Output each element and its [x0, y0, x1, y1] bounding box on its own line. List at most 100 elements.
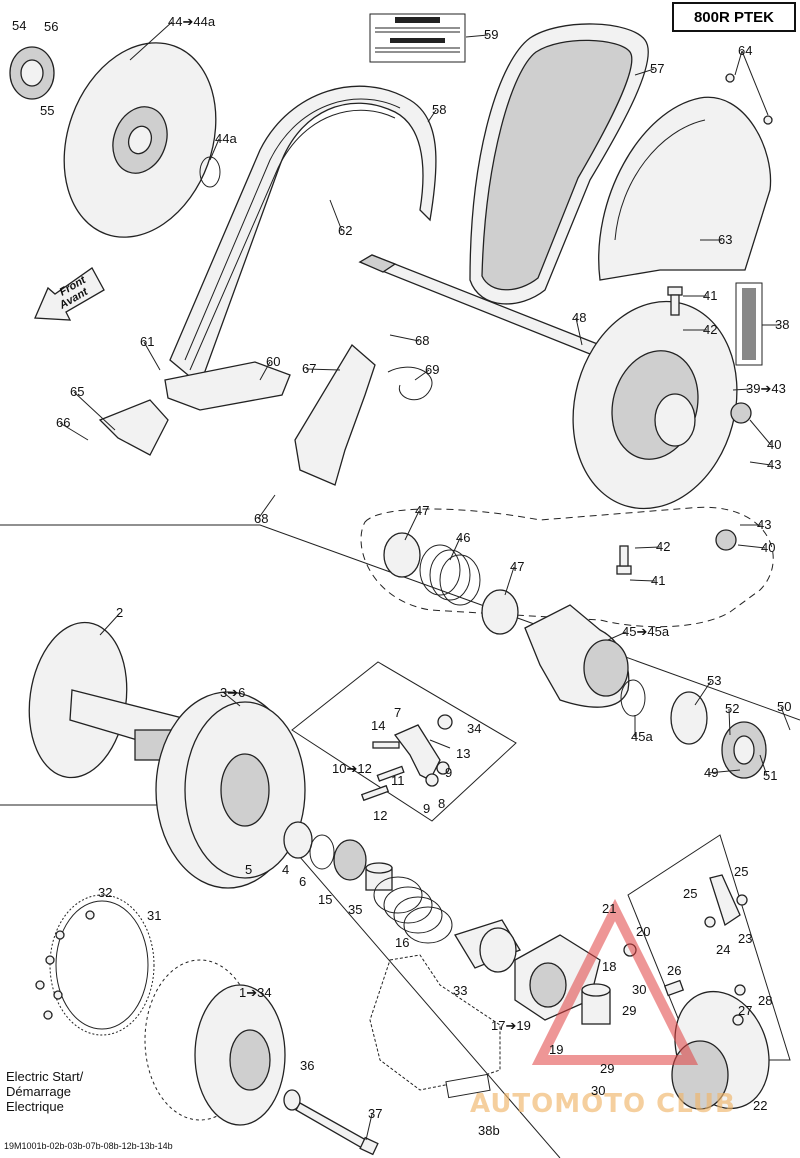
washer-9b[interactable] — [436, 761, 450, 775]
callout-1: 1➔34 — [239, 985, 272, 1000]
plate-65[interactable] — [98, 399, 169, 456]
callout-45: 45➔45a — [622, 624, 670, 639]
callout-29a: 29 — [622, 1003, 636, 1018]
lever-inset-frame — [627, 834, 791, 1061]
leader-line — [143, 341, 161, 371]
callout-43a: 43 — [767, 457, 781, 472]
callout-17: 17➔19 — [491, 1018, 531, 1033]
callout-38: 38 — [775, 317, 789, 332]
lever-23[interactable] — [709, 874, 741, 927]
leader-line — [449, 537, 461, 561]
cable-69[interactable] — [387, 366, 433, 401]
bushing-35[interactable] — [365, 862, 393, 891]
leader-line — [780, 706, 791, 731]
electric-start-label: Electric Start/ Démarrage Electrique — [6, 1069, 84, 1114]
callout-46: 46 — [456, 530, 470, 545]
callout-30b: 30 — [591, 1083, 605, 1098]
housing-58[interactable] — [169, 85, 437, 387]
callout-43b: 43 — [757, 517, 771, 532]
hub-17[interactable] — [514, 934, 601, 1021]
callout-11: 11 — [391, 773, 405, 788]
ring-gear-31[interactable] — [49, 894, 155, 1036]
screws-32[interactable] — [35, 910, 95, 1020]
bracket-60[interactable] — [164, 361, 291, 411]
callout-34: 34 — [467, 721, 481, 736]
callout-40b: 40 — [761, 540, 775, 555]
washer-9a[interactable] — [425, 773, 439, 787]
washer-36[interactable] — [283, 1089, 301, 1111]
cam-45[interactable] — [524, 604, 630, 708]
bolt-41-bottom[interactable] — [616, 545, 632, 575]
callout-8: 8 — [438, 796, 445, 811]
leader-lines — [59, 21, 791, 1141]
callout-58: 58 — [432, 102, 446, 117]
cover-33[interactable] — [454, 919, 521, 973]
washer-28[interactable] — [734, 984, 746, 996]
sheave-44[interactable] — [38, 21, 242, 258]
pin-14[interactable] — [372, 741, 400, 749]
spring-16[interactable] — [373, 876, 453, 944]
bolt-41-top[interactable] — [667, 286, 683, 316]
leader-line — [694, 680, 712, 706]
callout-22: 22 — [753, 1098, 767, 1113]
leader-line — [759, 754, 768, 777]
callout-53: 53 — [707, 673, 721, 688]
callout-18: 18 — [602, 959, 616, 974]
callout-33: 33 — [453, 983, 467, 998]
callout-40a: 40 — [767, 437, 781, 452]
callout-41a: 41 — [703, 288, 717, 303]
pin-11[interactable] — [376, 765, 405, 782]
bearing-54[interactable] — [9, 46, 55, 100]
callout-24: 24 — [716, 942, 730, 957]
pin-26[interactable] — [663, 979, 685, 997]
housing-49[interactable] — [721, 721, 767, 779]
spacer-47-left[interactable] — [383, 532, 421, 578]
callout-37: 37 — [368, 1106, 382, 1121]
washer-24[interactable] — [704, 916, 716, 928]
spacer-47-right[interactable] — [481, 589, 519, 635]
warning-label-59 — [369, 13, 466, 63]
spring-46[interactable] — [419, 544, 481, 606]
belt-guard-63[interactable] — [598, 73, 773, 281]
callout-23: 23 — [738, 931, 752, 946]
drive-pulley-1[interactable] — [144, 959, 286, 1126]
front-arrow-icon: Front Avant — [34, 267, 105, 321]
callout-63: 63 — [718, 232, 732, 247]
plate-67[interactable] — [294, 344, 376, 486]
bushing-40-top[interactable] — [730, 402, 752, 424]
leader-line — [389, 334, 420, 342]
circlip-45a[interactable] — [620, 679, 646, 717]
seal-15[interactable] — [333, 839, 367, 881]
callout-14: 14 — [371, 718, 385, 733]
nut-34[interactable] — [437, 714, 453, 730]
callout-50: 50 — [777, 699, 791, 714]
ring-27[interactable] — [732, 1014, 744, 1026]
bushing-40-bottom[interactable] — [715, 529, 737, 551]
leader-line — [607, 631, 627, 641]
washer-53[interactable] — [670, 691, 708, 745]
driven-pulley-39[interactable] — [551, 283, 760, 527]
tool-38b[interactable] — [369, 954, 501, 1099]
screw-25[interactable] — [736, 894, 748, 906]
leader-line — [259, 361, 271, 381]
callout-28: 28 — [758, 993, 772, 1008]
drive-belt-57[interactable] — [469, 23, 649, 305]
callout-35: 35 — [348, 902, 362, 917]
screw-13[interactable] — [429, 739, 451, 749]
callout-19: 19 — [549, 1042, 563, 1057]
circlip-44a[interactable] — [199, 156, 221, 188]
callout-4: 4 — [282, 862, 289, 877]
label-38 — [735, 282, 763, 366]
leader-line — [465, 34, 489, 38]
callout-27: 27 — [738, 1003, 752, 1018]
bolt-37[interactable] — [295, 1102, 379, 1156]
movable-sheave-3[interactable] — [155, 691, 306, 889]
ring-4[interactable] — [283, 821, 313, 859]
callout-26: 26 — [667, 963, 681, 978]
model-title: 800R PTEK — [672, 2, 796, 32]
pin-12[interactable] — [360, 784, 390, 802]
callout-64: 64 — [738, 43, 752, 58]
circlip-6[interactable] — [309, 834, 335, 870]
bushing-19[interactable] — [581, 983, 611, 1025]
